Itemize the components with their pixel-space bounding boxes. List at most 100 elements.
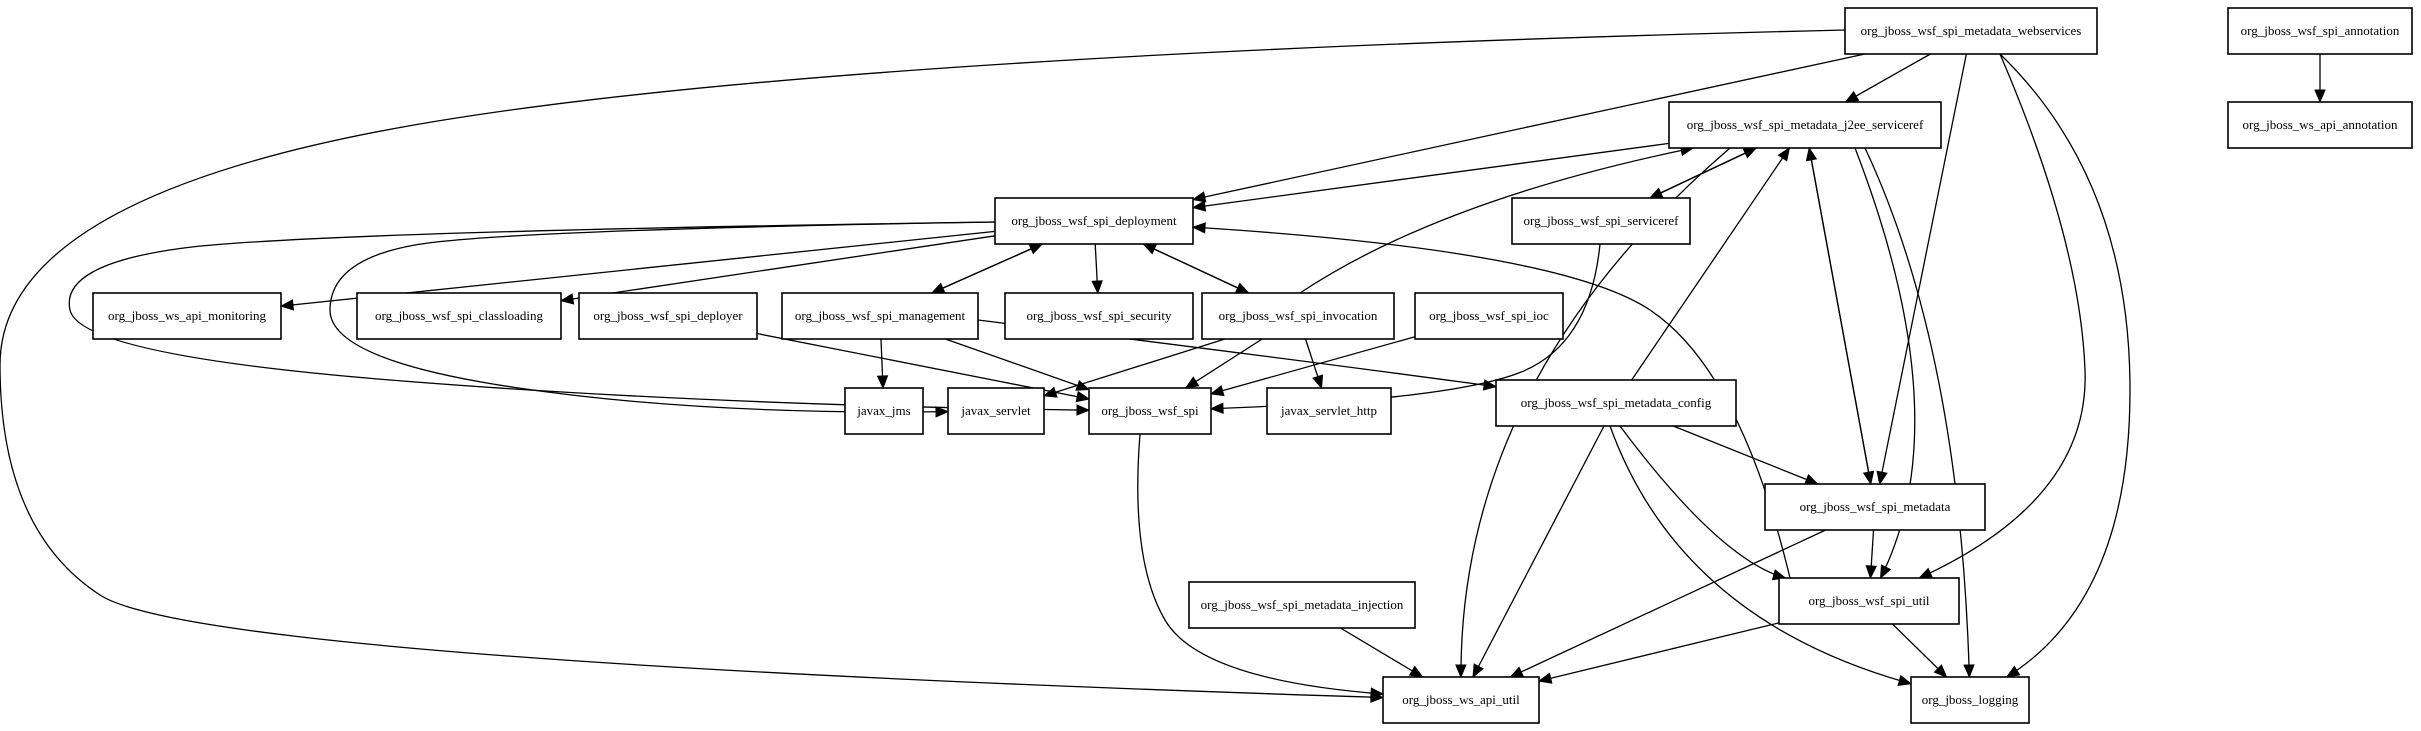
arrowhead <box>1075 390 1091 403</box>
node-box <box>1668 101 1942 149</box>
node-box <box>92 292 282 340</box>
node-jboss_logging[interactable]: org_jboss_logging <box>1910 676 2030 724</box>
node-ioc[interactable]: org_jboss_wsf_spi_ioc <box>1414 292 1564 340</box>
arrowhead <box>1142 243 1158 255</box>
node-label: org_jboss_wsf_spi_deployment <box>1011 213 1177 228</box>
arrowhead <box>1537 672 1553 684</box>
node-box <box>1910 676 2030 724</box>
node-box <box>1088 387 1212 435</box>
edge-line <box>1999 53 2131 678</box>
edge-line <box>1043 338 1226 397</box>
node-box <box>1266 387 1392 435</box>
node-invocation[interactable]: org_jboss_wsf_spi_invocation <box>1201 292 1395 340</box>
arrowhead <box>1897 674 1913 686</box>
arrowhead <box>1865 565 1878 580</box>
arrowhead <box>1455 664 1467 679</box>
arrowhead <box>559 293 575 305</box>
arrowhead <box>1879 564 1892 580</box>
node-serviceref[interactable]: org_jboss_wsf_spi_serviceref <box>1511 197 1691 245</box>
arrowhead <box>1028 243 1044 255</box>
edge-line <box>68 221 1090 411</box>
node-box <box>781 292 979 340</box>
edge-line <box>1340 627 1423 678</box>
node-label: org_jboss_wsf_spi_metadata <box>1800 499 1951 514</box>
edge-metadata_config-to-j2ee_serviceref <box>1631 146 1791 381</box>
edge-line <box>1619 425 1786 579</box>
node-ws_api_util[interactable]: org_jboss_ws_api_util <box>1382 676 1540 724</box>
node-label: org_jboss_wsf_spi_metadata_webservices <box>1861 23 2082 38</box>
node-j2ee_serviceref[interactable]: org_jboss_wsf_spi_metadata_j2ee_servicer… <box>1668 101 1942 149</box>
node-management[interactable]: org_jboss_wsf_spi_management <box>781 292 979 340</box>
node-ws_api_monitoring[interactable]: org_jboss_ws_api_monitoring <box>92 292 282 340</box>
node-label: org_jboss_ws_api_monitoring <box>108 308 266 323</box>
node-metadata_injection[interactable]: org_jboss_wsf_spi_metadata_injection <box>1188 581 1416 629</box>
edge-line <box>1192 226 1791 579</box>
edge-line <box>1864 147 1970 678</box>
edge-deployment-to-security <box>1091 243 1103 295</box>
node-javax_servlet[interactable]: javax_servlet <box>947 387 1045 435</box>
node-box <box>1382 676 1540 724</box>
node-javax_jms[interactable]: javax_jms <box>844 387 924 435</box>
edge-metadata_config-to-ws_api_util <box>1472 425 1605 679</box>
arrowhead <box>2314 89 2326 104</box>
node-webservices[interactable]: org_jboss_wsf_spi_metadata_webservices <box>1844 7 2098 55</box>
edge-spi_annotation-to-ws_api_annotation <box>2314 54 2326 104</box>
node-label: org_jboss_wsf_spi_annotation <box>2241 23 2400 38</box>
edge-wsf_spi_util-to-jboss_logging <box>1892 623 1948 678</box>
arrowhead <box>1184 376 1200 389</box>
node-javax_servlet_http[interactable]: javax_servlet_http <box>1266 387 1392 435</box>
edge-line <box>1192 142 1670 209</box>
arrowhead <box>876 375 889 390</box>
arrowhead <box>1191 200 1207 212</box>
arrowhead <box>1963 664 1975 679</box>
edge-line <box>1472 425 1605 678</box>
arrowhead <box>1805 146 1818 162</box>
edge-metadata-to-wsf_spi_util <box>1865 529 1878 580</box>
node-label: org_jboss_wsf_spi_util <box>1808 593 1929 608</box>
arrowhead <box>1844 90 1860 103</box>
edge-metadata-to-j2ee_serviceref <box>1805 146 1872 485</box>
node-label: org_jboss_wsf_spi_invocation <box>1219 308 1378 323</box>
node-box <box>1004 292 1194 340</box>
edge-webservices-to-j2ee_serviceref <box>1844 53 1931 103</box>
node-box <box>2227 101 2413 149</box>
edge-line <box>1510 529 1826 678</box>
edge-invocation-to-javax_servlet <box>1042 338 1226 398</box>
node-wsf_spi[interactable]: org_jboss_wsf_spi <box>1088 387 1212 435</box>
edge-wsf_spi-to-ws_api_util <box>1137 433 1385 699</box>
node-ws_api_annotation[interactable]: org_jboss_ws_api_annotation <box>2227 101 2413 149</box>
arrowhead <box>935 406 950 418</box>
edge-line <box>1879 53 1967 485</box>
node-box <box>1844 7 2098 55</box>
arrowhead <box>1472 663 1484 679</box>
edge-j2ee_serviceref-to-wsf_spi_util <box>1854 147 1916 580</box>
edge-webservices-to-deployment <box>1191 53 1865 203</box>
node-box <box>356 292 562 340</box>
edge-line <box>1919 53 2086 579</box>
node-deployer[interactable]: org_jboss_wsf_spi_deployer <box>578 292 758 340</box>
node-label: org_jboss_wsf_spi_metadata_injection <box>1201 597 1404 612</box>
edge-line <box>1845 53 1931 103</box>
node-label: org_jboss_wsf_spi_metadata_j2ee_servicer… <box>1687 117 1924 132</box>
node-label: org_jboss_ws_api_util <box>1402 692 1520 707</box>
edge-invocation-to-wsf_spi <box>1184 338 1263 389</box>
arrowhead <box>1876 470 1888 486</box>
node-label: org_jboss_wsf_spi_metadata_config <box>1521 395 1712 410</box>
node-deployment[interactable]: org_jboss_wsf_spi_deployment <box>994 197 1194 245</box>
node-spi_annotation[interactable]: org_jboss_wsf_spi_annotation <box>2227 7 2413 55</box>
edge-j2ee_serviceref-to-deployment <box>1191 142 1670 212</box>
arrowhead <box>2005 665 2021 678</box>
edge-metadata_injection-to-ws_api_util <box>1340 627 1424 678</box>
node-metadata_config[interactable]: org_jboss_wsf_spi_metadata_config <box>1495 379 1737 427</box>
edge-management-to-deployment <box>931 243 1044 294</box>
node-metadata[interactable]: org_jboss_wsf_spi_metadata <box>1764 483 1986 531</box>
node-wsf_spi_util[interactable]: org_jboss_wsf_spi_util <box>1778 577 1960 625</box>
edge-line <box>1538 622 1780 682</box>
node-box <box>1495 379 1737 427</box>
arrowhead <box>279 299 295 311</box>
edge-metadata_config-to-jboss_logging <box>1609 425 1913 686</box>
arrowhead <box>1370 687 1385 699</box>
edge-line <box>931 243 1043 294</box>
node-classloading[interactable]: org_jboss_wsf_spi_classloading <box>356 292 562 340</box>
node-security[interactable]: org_jboss_wsf_spi_security <box>1004 292 1194 340</box>
